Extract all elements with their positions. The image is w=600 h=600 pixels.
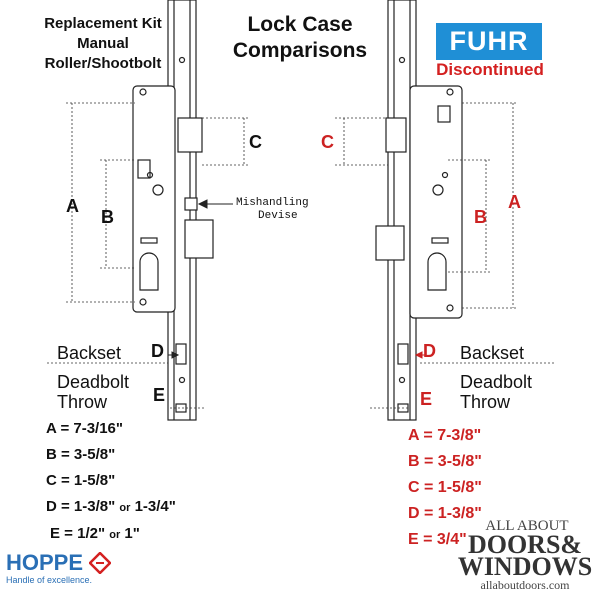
spec-line: C = 1-5/8" (408, 479, 482, 496)
aad-logo-windows: WINDOWS (457, 552, 593, 581)
arrow-icon (197, 199, 233, 209)
backset-label-right: Backset (460, 343, 525, 363)
right-lock-drawing (375, 0, 463, 421)
hoppe-name: HOPPE (6, 550, 84, 575)
right-spec-list: A = 7-3/8" B = 3-5/8" C = 1-5/8" D = 1-3… (408, 423, 482, 553)
label-c-right: C (321, 132, 334, 152)
discontinued-label: Discontinued (436, 60, 544, 79)
spec-value: D = 1-3/8" (46, 498, 116, 515)
spec-line: A = 7-3/16" (46, 420, 124, 437)
aad-logo-url: allaboutdoors.com (480, 578, 570, 592)
hoppe-logo: HOPPE (6, 548, 112, 576)
mishandling-devise-label: Mishandling Devise (236, 197, 309, 223)
label-d-right: D (423, 341, 436, 361)
title-line: Comparisons (232, 39, 368, 62)
label-line: Deadbolt (460, 372, 533, 392)
fuhr-logo: FUHR (436, 23, 542, 60)
left-spec-list: A = 7-3/16" B = 3-5/8" C = 1-5/8" D = 1-… (46, 416, 176, 548)
spec-line: E = 1/2" or 1" (46, 521, 176, 548)
label-line: Mishandling (236, 197, 309, 209)
label-d-left: D (151, 341, 164, 361)
aad-logo-doors: DOORS& (467, 530, 583, 559)
aad-logo-line1: ALL ABOUT (485, 518, 569, 534)
label-a-left: A (66, 196, 79, 216)
spec-alt-value: 1" (124, 525, 140, 542)
left-lock-drawing (132, 0, 214, 421)
deadbolt-throw-label-right: Deadbolt Throw (460, 372, 532, 412)
deadbolt-throw-label-left: Deadbolt Throw (57, 372, 129, 412)
spec-alt-value: 1-3/4" (134, 498, 176, 515)
spec-line: E = 3/4" (408, 531, 467, 548)
replacement-kit-header: Replacement Kit Manual Roller/Shootbolt (18, 14, 188, 74)
label-line: Throw (460, 392, 511, 412)
spec-or: or (109, 529, 121, 541)
spec-line: B = 3-5/8" (46, 446, 116, 463)
page-title: Lock Case Comparisons (205, 12, 395, 64)
spec-line: D = 1-3/8" or 1-3/4" (46, 494, 176, 521)
label-e-left: E (153, 385, 166, 405)
spec-or: or (119, 502, 131, 514)
spec-line: A = 7-3/8" (408, 427, 482, 444)
spec-line: B = 3-5/8" (408, 453, 482, 470)
dimension-lines (47, 102, 555, 409)
label-e-right: E (420, 389, 433, 409)
header-line: Roller/Shootbolt (44, 55, 162, 72)
hoppe-tagline: Handle of excellence. (6, 575, 93, 585)
spec-line: C = 1-5/8" (46, 472, 116, 489)
label-line: Throw (57, 392, 108, 412)
label-a-right: A (508, 192, 521, 212)
spec-line: D = 1-3/8" (408, 505, 482, 522)
label-line: Devise (258, 210, 298, 222)
hoppe-emblem-icon (88, 551, 112, 575)
aad-logo-main: DOORS& WINDOWS (455, 530, 595, 581)
label-b-left: B (101, 207, 114, 227)
title-line: Lock Case (247, 13, 353, 36)
header-line: Replacement Kit (44, 15, 162, 32)
backset-label-left: Backset (57, 343, 122, 363)
header-line: Manual (77, 35, 129, 52)
label-c-left: C (249, 132, 262, 152)
label-line: Deadbolt (57, 372, 130, 392)
label-b-right: B (474, 207, 487, 227)
spec-value: E = 1/2" (50, 525, 106, 542)
